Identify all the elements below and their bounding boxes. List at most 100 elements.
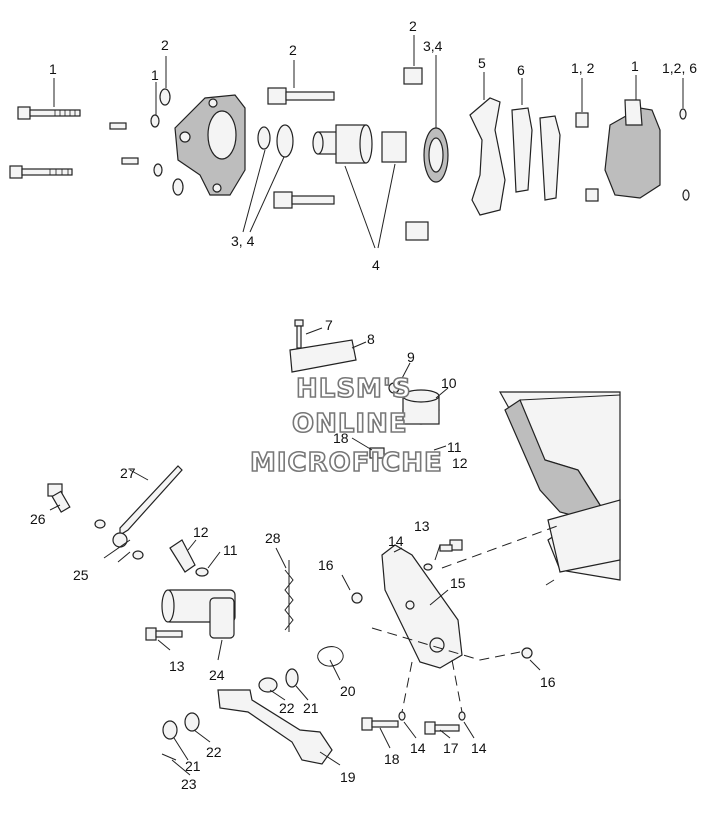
mounting-plate-8 bbox=[289, 339, 357, 373]
callout-13: 13 bbox=[414, 518, 430, 534]
screw-7 bbox=[294, 319, 304, 349]
washer-2 bbox=[150, 114, 160, 128]
seal-2 bbox=[276, 124, 294, 158]
watermark-line-3: MICROFICHE bbox=[250, 448, 443, 478]
clip-top bbox=[679, 108, 687, 120]
watermark-line-1: HLSM'S bbox=[296, 374, 412, 404]
bleeder-screw-upper bbox=[109, 122, 127, 130]
callout-23: 23 bbox=[181, 776, 197, 792]
callout-8: 8 bbox=[367, 331, 375, 347]
caliper-bracket bbox=[469, 97, 506, 216]
callout-1-2-6: 1,2, 6 bbox=[662, 60, 697, 76]
pin-bushing-top bbox=[575, 112, 589, 128]
callout-10: 10 bbox=[441, 375, 457, 391]
callout-15: 15 bbox=[450, 575, 466, 591]
bolt-top-center bbox=[267, 87, 335, 105]
callout-16: 16 bbox=[540, 674, 556, 690]
callout-26: 26 bbox=[30, 511, 46, 527]
callout-28: 28 bbox=[265, 530, 281, 546]
bolt-18-upper bbox=[369, 447, 385, 459]
piston-sleeve bbox=[381, 131, 407, 163]
bushing-22-a bbox=[258, 677, 278, 693]
washer-14-a bbox=[398, 711, 406, 721]
washer-3 bbox=[153, 163, 163, 177]
reservoir-10 bbox=[402, 389, 440, 425]
washer-25-a bbox=[94, 519, 106, 529]
callout-1: 1 bbox=[151, 67, 159, 83]
clamp-11 bbox=[195, 567, 209, 577]
brake-pad-inner bbox=[511, 107, 533, 193]
nut-16-right bbox=[521, 647, 533, 659]
spring-20 bbox=[317, 646, 344, 667]
callout-22: 22 bbox=[279, 700, 295, 716]
watermark: HLSM'S ONLINE MICROFICHE bbox=[249, 373, 443, 479]
callout-13: 13 bbox=[169, 658, 185, 674]
pin-bushing-bottom bbox=[585, 188, 599, 202]
caliper-housing-left bbox=[174, 94, 246, 196]
callout-11: 11 bbox=[447, 439, 462, 455]
bolt-upper-left bbox=[17, 106, 81, 120]
callout-14: 14 bbox=[410, 740, 426, 756]
washer-1 bbox=[159, 88, 171, 106]
callout-9: 9 bbox=[407, 349, 415, 365]
bolt-13-right bbox=[439, 539, 463, 552]
callout-5: 5 bbox=[478, 55, 486, 71]
spring-28 bbox=[284, 560, 294, 632]
callout-20: 20 bbox=[340, 683, 356, 699]
callout-11: 11 bbox=[223, 542, 238, 558]
callout-17: 17 bbox=[443, 740, 459, 756]
watermark-line-2: ONLINE bbox=[292, 409, 408, 439]
caliper-housing-right bbox=[604, 99, 661, 199]
washer-21-b bbox=[162, 720, 178, 740]
callout-25: 25 bbox=[73, 567, 89, 583]
callout-21: 21 bbox=[185, 758, 201, 774]
callout-16: 16 bbox=[318, 557, 334, 573]
callout-2: 2 bbox=[409, 18, 417, 34]
callout-18: 18 bbox=[384, 751, 400, 767]
seal-1 bbox=[257, 126, 271, 150]
callout-14: 14 bbox=[471, 740, 487, 756]
callout-3-4: 3, 4 bbox=[231, 233, 255, 249]
washer-14-top bbox=[423, 563, 433, 571]
brake-rod-27 bbox=[112, 465, 183, 548]
callout-labels: 1 2 1 2 2 3,4 5 6 1, 2 1 1,2, 6 3, 4 4 7… bbox=[30, 18, 697, 792]
callout-7: 7 bbox=[325, 317, 333, 333]
clip-bottom bbox=[682, 189, 690, 201]
washer-21-a bbox=[285, 668, 299, 688]
callout-6: 6 bbox=[517, 62, 525, 78]
washer-14-b bbox=[458, 711, 466, 721]
callout-2: 2 bbox=[161, 37, 169, 53]
bushing-bottom bbox=[405, 221, 429, 241]
callout-14: 14 bbox=[388, 533, 404, 549]
bolt-13-left bbox=[145, 627, 183, 641]
washer-4 bbox=[172, 178, 184, 196]
brake-pad-outer bbox=[539, 115, 561, 201]
callout-24: 24 bbox=[209, 667, 225, 683]
bolt-18-lower bbox=[361, 717, 399, 731]
cotter-pin-23 bbox=[161, 753, 177, 761]
callout-4: 4 bbox=[372, 257, 380, 273]
callout-18: 18 bbox=[333, 430, 349, 446]
bolt-bottom-center bbox=[273, 191, 335, 209]
callout-1-2: 1, 2 bbox=[571, 60, 595, 76]
bolt-17 bbox=[424, 721, 460, 735]
piston bbox=[312, 124, 373, 164]
callout-3-4: 3,4 bbox=[423, 38, 443, 54]
callout-1: 1 bbox=[49, 61, 57, 77]
callout-27: 27 bbox=[120, 465, 136, 481]
washer-22-b bbox=[184, 712, 200, 732]
callout-19: 19 bbox=[340, 769, 356, 785]
callout-22: 22 bbox=[206, 744, 222, 760]
pivot-plate-15 bbox=[381, 544, 463, 669]
callout-1: 1 bbox=[631, 58, 639, 74]
frame-section bbox=[498, 391, 621, 581]
nut-9 bbox=[388, 382, 400, 394]
nut-16-left bbox=[351, 592, 363, 604]
bushing-top bbox=[403, 67, 423, 85]
master-cylinder-24 bbox=[161, 589, 236, 639]
bolt-26 bbox=[47, 483, 71, 513]
bleeder-screw-lower bbox=[121, 157, 139, 165]
hose-12 bbox=[169, 539, 196, 573]
